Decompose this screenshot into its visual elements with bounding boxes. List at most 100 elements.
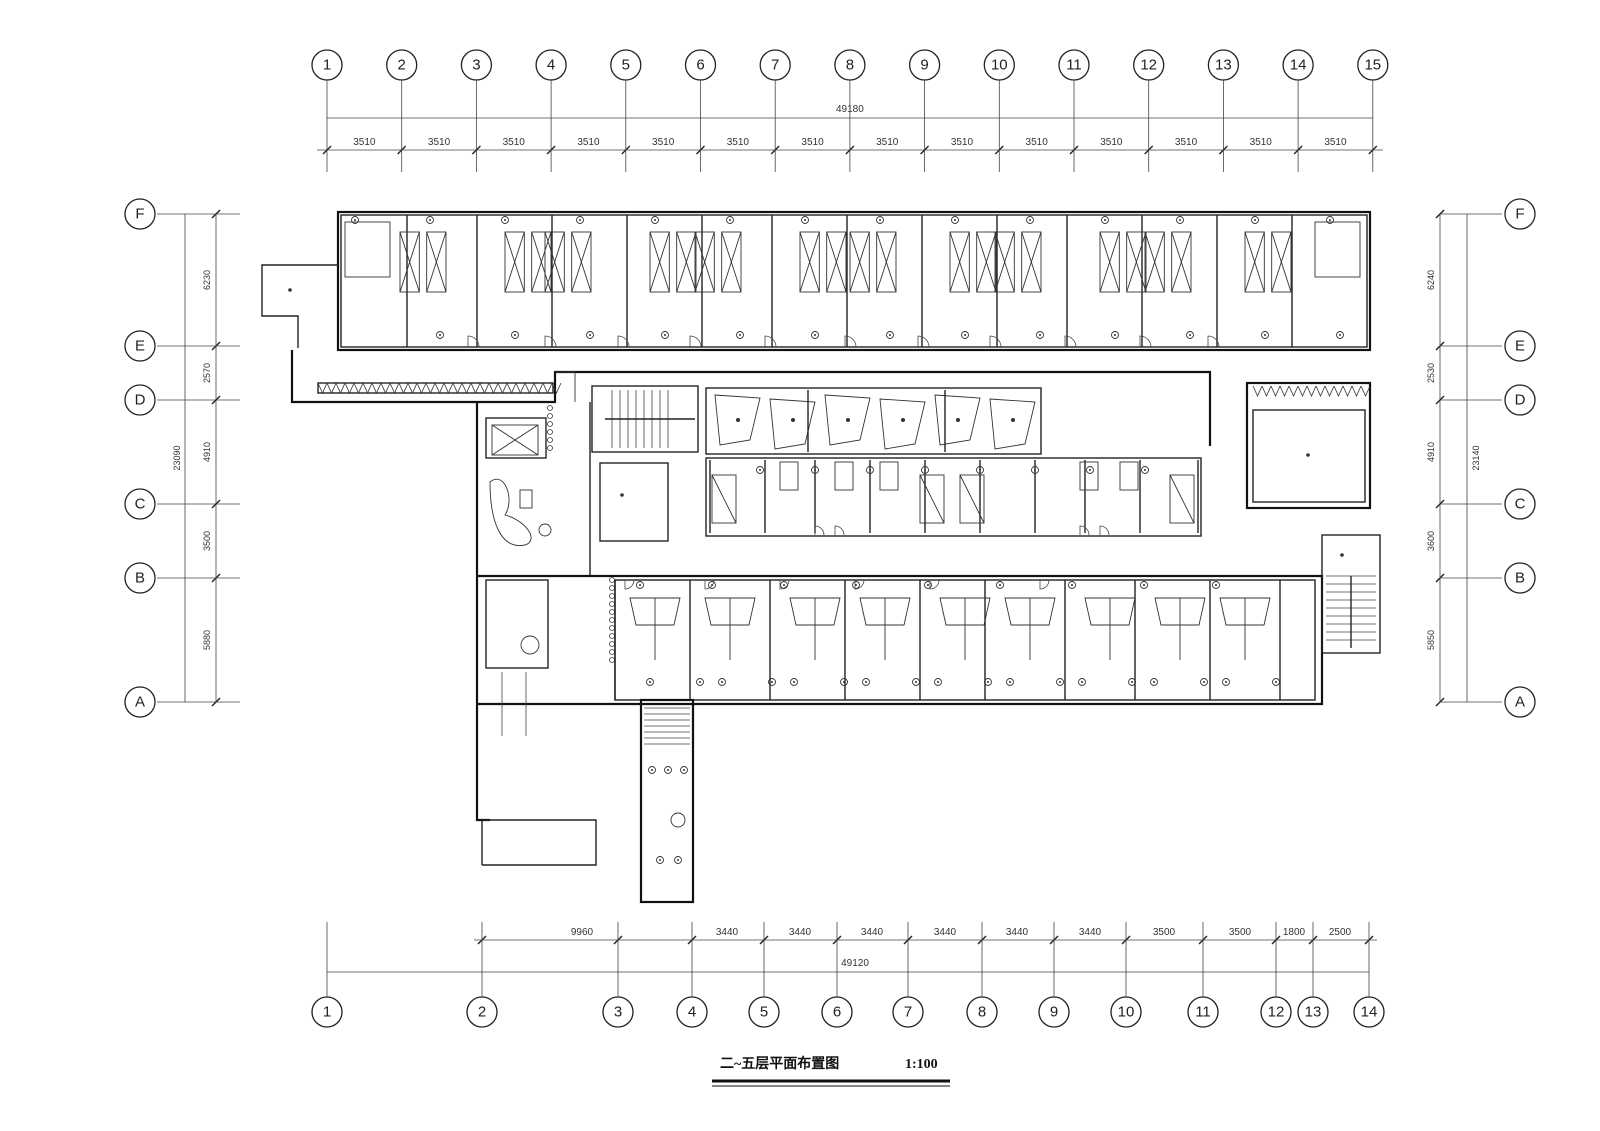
hatch-mark <box>1342 385 1353 397</box>
bed-pair <box>694 231 742 293</box>
fixture-circle <box>1026 216 1034 224</box>
fixture-circle <box>436 331 444 339</box>
hatch-mark <box>344 382 355 394</box>
top-span-dimension: 3510 <box>1100 137 1123 148</box>
fixture-circle <box>951 216 959 224</box>
bottom-span-dimension: 9960 <box>571 927 594 938</box>
fixture-circle <box>811 331 819 339</box>
hatch-mark <box>398 382 409 394</box>
left-axis-bubble-C-label: C <box>135 496 146 513</box>
door-swing <box>624 579 635 590</box>
fixture-circle <box>984 678 992 686</box>
bottom-axis-bubble-2-label: 2 <box>478 1004 486 1021</box>
bed-pair <box>1244 231 1292 293</box>
hatch-mark <box>488 382 499 394</box>
hatch-mark <box>1297 385 1308 397</box>
top-axis-bubble-5-label: 5 <box>622 57 630 74</box>
fixture-circle <box>1200 678 1208 686</box>
hatch-mark <box>1270 385 1281 397</box>
hatch-mark <box>542 382 553 394</box>
fixture-circle <box>1086 466 1094 474</box>
fixture-circle <box>756 466 764 474</box>
fixture-circle <box>1111 331 1119 339</box>
fixture-circle <box>656 856 664 864</box>
top-span-dimension: 3510 <box>951 137 974 148</box>
right-axis-bubble-D: D <box>1504 384 1536 416</box>
top-span-dimension: 3510 <box>353 137 376 148</box>
fixture-circle <box>1140 581 1148 589</box>
hatch-mark <box>1360 385 1371 397</box>
central-bath <box>779 461 799 491</box>
fixture-circle <box>1056 678 1064 686</box>
hatch-mark <box>524 382 535 394</box>
fixture-circle <box>648 766 656 774</box>
bottom-axis-bubble-10: 10 <box>1110 996 1142 1028</box>
fixture-circle <box>680 766 688 774</box>
nw-stair <box>344 221 391 278</box>
fixture-circle <box>840 678 848 686</box>
door-swing <box>854 579 865 590</box>
fixture-circle <box>736 331 744 339</box>
west-wall <box>475 402 490 822</box>
hatch-dot <box>609 657 615 663</box>
hatch-mark <box>362 382 373 394</box>
bottom-axis-bubble-4-label: 4 <box>688 1004 696 1021</box>
fixture-circle <box>852 581 860 589</box>
hatch-dot <box>547 429 553 435</box>
door-swing <box>834 525 845 536</box>
hatch-mark <box>389 382 400 394</box>
central-bath <box>834 461 854 491</box>
hatch-dot <box>609 633 615 639</box>
top-axis-bubble-4: 4 <box>535 49 567 81</box>
hatch-dot <box>547 445 553 451</box>
south-bed <box>789 597 841 626</box>
left-axis-bubble-A-label: A <box>135 694 145 711</box>
top-span-dimension: 3510 <box>1324 137 1347 148</box>
top-axis-bubble-7-label: 7 <box>771 57 779 74</box>
right-axis-bubble-B: B <box>1504 562 1536 594</box>
door-swing <box>764 335 777 348</box>
hatch-dot <box>609 617 615 623</box>
top-axis-bubble-6-label: 6 <box>696 57 704 74</box>
bed-pair <box>399 231 447 293</box>
central-bed <box>711 474 737 524</box>
bed-pair <box>849 231 897 293</box>
hatch-dot <box>609 593 615 599</box>
top-axis-bubble-13-label: 13 <box>1215 57 1232 74</box>
fixture-circle <box>718 678 726 686</box>
south-bed <box>629 597 681 626</box>
fixture-circle <box>511 331 519 339</box>
hatch-mark <box>371 382 382 394</box>
fixture-circle <box>924 581 932 589</box>
top-axis-bubble-5: 5 <box>610 49 642 81</box>
fixture-circle <box>576 216 584 224</box>
stair-core <box>591 385 699 453</box>
bottom-axis-bubble-14-label: 14 <box>1361 1004 1378 1021</box>
top-axis-bubble-14-label: 14 <box>1290 57 1307 74</box>
central-bed <box>1169 474 1195 524</box>
hatch-mark <box>497 382 508 394</box>
central-bath <box>1119 461 1139 491</box>
bottom-span-dimension: 3440 <box>861 927 884 938</box>
bottom-span-dimension: 1800 <box>1283 927 1306 938</box>
bed-pair <box>544 231 592 293</box>
fixture-circle <box>1326 216 1334 224</box>
right-axis-bubble-A: A <box>1504 686 1536 718</box>
fixture-circle <box>708 581 716 589</box>
right-span-dimension: 5850 <box>1426 630 1436 650</box>
fixture-circle <box>768 678 776 686</box>
hatch-mark <box>380 382 391 394</box>
bottom-axis-bubble-7-label: 7 <box>904 1004 912 1021</box>
fixture-circle <box>1128 678 1136 686</box>
hatch-mark <box>506 382 517 394</box>
door-swing <box>1039 579 1050 590</box>
door-swing <box>814 525 825 536</box>
top-axis-bubble-8-label: 8 <box>846 57 854 74</box>
bottom-axis-bubble-13-label: 13 <box>1305 1004 1322 1021</box>
bottom-axis-bubble-5: 5 <box>748 996 780 1028</box>
fixture-circle <box>862 678 870 686</box>
hatch-mark <box>425 382 436 394</box>
